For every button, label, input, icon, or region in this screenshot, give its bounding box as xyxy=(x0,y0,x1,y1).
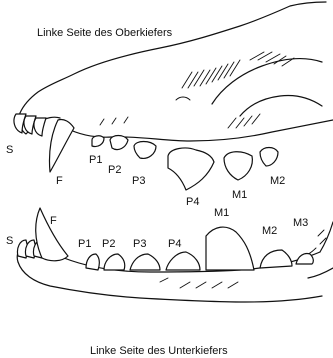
lower-tooth-p1 xyxy=(86,254,99,270)
upper-hatching xyxy=(100,52,294,128)
lower-label-s: S xyxy=(6,235,13,247)
lower-label-p2: P2 xyxy=(102,238,115,250)
orbit-lower-edge xyxy=(240,95,322,116)
lower-label-f: F xyxy=(50,215,57,227)
upper-maxilla-lower-edge xyxy=(66,120,333,141)
upper-tooth-p2 xyxy=(110,136,128,150)
upper-label-p2: P2 xyxy=(108,164,121,176)
upper-label-m2: M2 xyxy=(270,175,285,187)
mandible-angle xyxy=(308,268,333,278)
lower-label-m1: M1 xyxy=(214,207,229,219)
upper-label-f: F xyxy=(56,175,63,187)
zygomatic-arch xyxy=(212,59,322,104)
lower-tooth-m2 xyxy=(260,250,292,268)
upper-tooth-m2 xyxy=(260,148,278,167)
lower-tooth-p2 xyxy=(104,254,125,270)
upper-label-m1: M1 xyxy=(232,189,247,201)
lower-label-m3: M3 xyxy=(293,217,308,229)
upper-label-p4: P4 xyxy=(186,196,199,208)
upper-incisor-3 xyxy=(34,118,46,136)
upper-tooth-m1 xyxy=(224,152,252,180)
upper-tooth-p4 xyxy=(168,148,214,190)
lower-label-p3: P3 xyxy=(133,238,146,250)
lower-tooth-p4 xyxy=(166,252,200,270)
upper-tooth-p3 xyxy=(134,142,156,159)
upper-tooth-p1 xyxy=(92,136,104,147)
upper-label-s: S xyxy=(6,144,13,156)
upper-canine xyxy=(49,119,74,172)
upper-jaw: S F P1 P2 P3 P4 M1 M2 xyxy=(6,2,333,208)
mandible-ramus xyxy=(320,222,333,252)
lower-tooth-m1 xyxy=(206,227,254,270)
upper-label-p3: P3 xyxy=(132,175,145,187)
lower-label-p4: P4 xyxy=(168,238,181,250)
lower-jaw-caption: Linke Seite des Unterkiefers xyxy=(90,345,228,357)
lower-tooth-p3 xyxy=(130,254,160,270)
upper-label-p1: P1 xyxy=(89,154,102,166)
lower-jaw: S F P1 P2 P3 P4 M1 M2 M3 xyxy=(6,207,333,302)
lower-tooth-m3 xyxy=(296,253,313,264)
lower-label-m2: M2 xyxy=(262,225,277,237)
lower-label-p1: P1 xyxy=(78,238,91,250)
